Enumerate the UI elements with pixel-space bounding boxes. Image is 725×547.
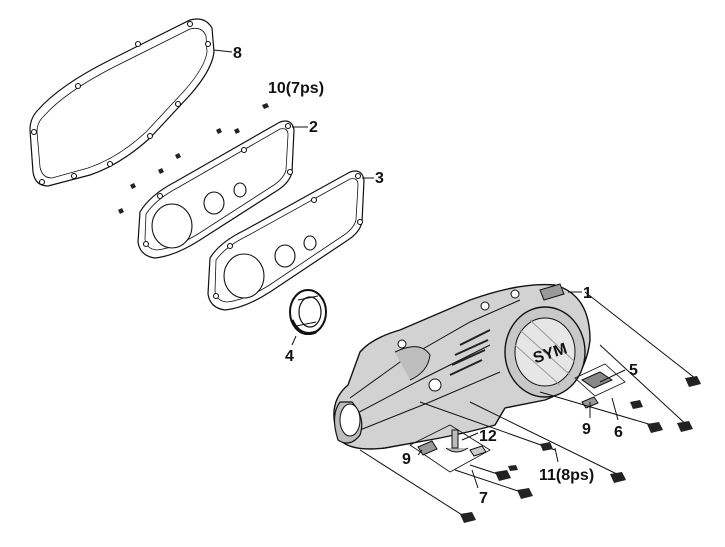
label-part-4: 4 <box>285 348 294 365</box>
gasket-inner <box>207 170 365 311</box>
label-part-10: 10(7ps) <box>268 80 324 97</box>
bracket-lower <box>409 424 491 473</box>
label-part-5: 5 <box>629 362 638 379</box>
label-part-2: 2 <box>309 119 318 136</box>
gasket-middle <box>137 120 295 259</box>
long-bolts <box>359 291 701 521</box>
label-part-3: 3 <box>375 170 384 187</box>
label-part-12: 12 <box>479 428 497 445</box>
label-part-1: 1 <box>583 285 592 302</box>
label-part-7: 7 <box>479 490 488 507</box>
leader-lines <box>213 49 626 489</box>
bracket-upper <box>574 363 626 409</box>
label-part-9-upper: 9 <box>582 421 591 438</box>
part-labels: 8 10(7ps) 2 3 4 1 5 9 6 12 9 11(8ps) 7 <box>233 45 638 507</box>
gasket-outer <box>29 18 215 187</box>
crankcase-cover: SYM <box>333 283 591 450</box>
label-part-9-lower: 9 <box>402 451 411 468</box>
gasket-outer-bolt-holes <box>30 20 212 186</box>
bolt-heads <box>460 376 701 523</box>
oil-seal <box>289 289 327 335</box>
label-part-6: 6 <box>614 424 623 441</box>
screw-group <box>118 103 269 214</box>
label-part-8: 8 <box>233 45 242 62</box>
label-part-11: 11(8ps) <box>539 467 594 484</box>
